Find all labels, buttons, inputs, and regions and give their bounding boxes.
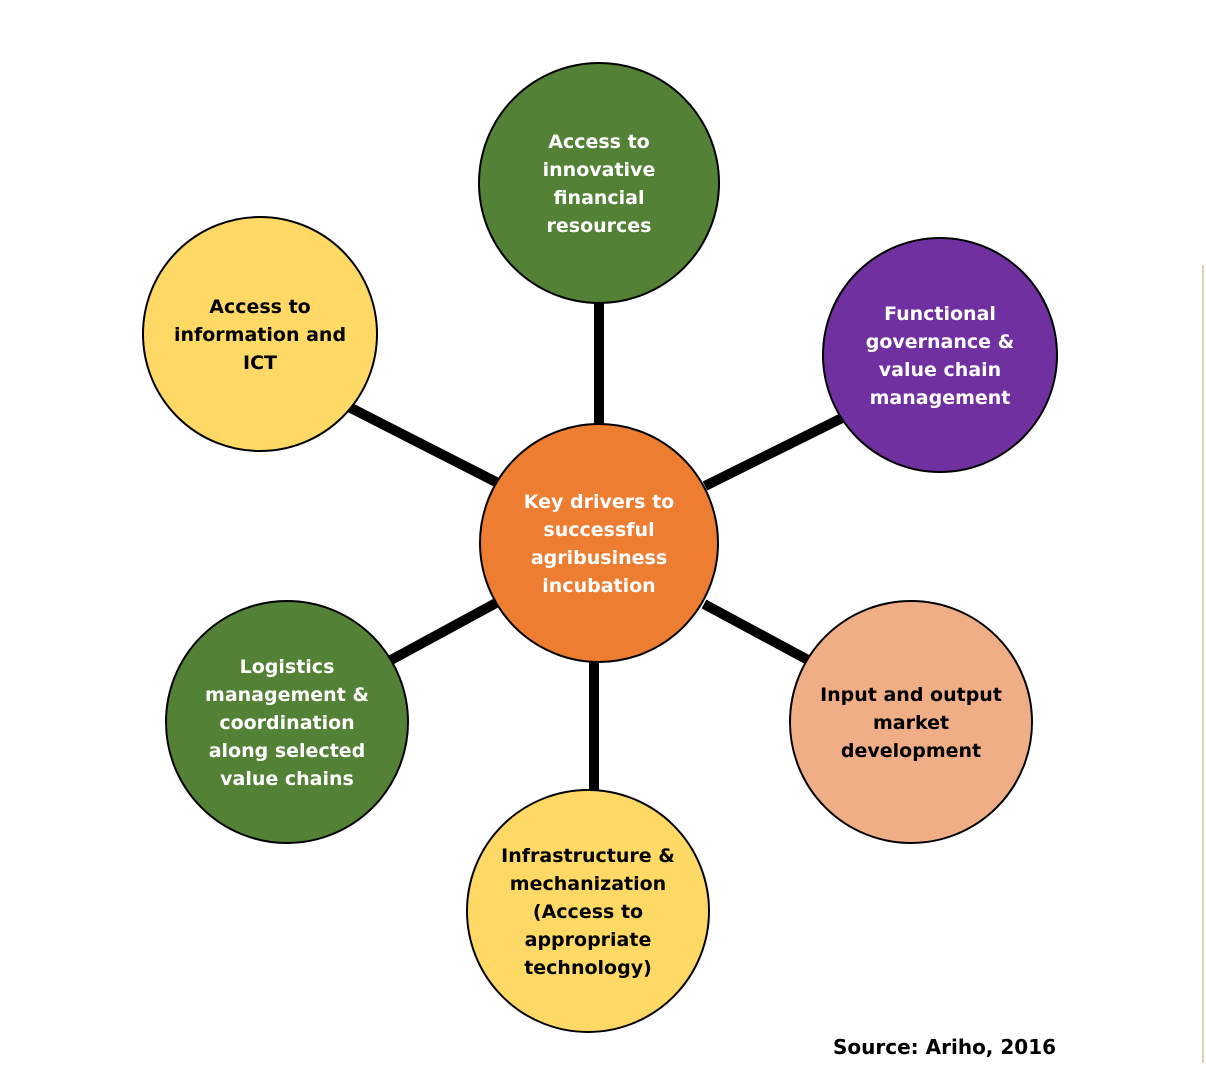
connector-lower-left (388, 598, 499, 665)
center-node-label-line: successful (543, 519, 654, 541)
node-lower-left-label-line: management & (205, 684, 369, 706)
connector-upper-right (702, 413, 845, 491)
center-node-label-line: agribusiness (531, 547, 667, 569)
node-lower-right-label-line: Input and output (820, 684, 1002, 706)
node-upper-left-label-line: information and (174, 324, 346, 346)
node-bottom-label: Infrastructure & mechanization (Access to a… (501, 845, 675, 979)
node-top-label-line: Access to (548, 131, 650, 153)
node-bottom-label-line: technology) (524, 957, 652, 979)
node-lower-left-circle (165, 600, 409, 844)
node-lower-left-label-line: value chains (220, 768, 354, 790)
center-node: Key drivers to successful agribusiness incu… (479, 423, 719, 663)
node-lower-left-label-line: coordination (219, 712, 354, 734)
node-upper-left-circle (142, 216, 378, 452)
node-upper-left-label-line: ICT (243, 352, 277, 374)
node-lower-right: Input and output market development (789, 600, 1033, 844)
node-bottom-label-line: mechanization (510, 873, 666, 895)
node-upper-left-label-line: Access to (209, 296, 311, 318)
node-top-circle (478, 62, 720, 304)
node-upper-right-label-line: governance & (866, 331, 1015, 353)
node-lower-left-label: Logistics management & coordination along s… (205, 656, 369, 790)
node-lower-right-label-line: market (873, 712, 949, 734)
node-upper-right-label-line: value chain (879, 359, 1001, 381)
node-upper-right: Functional governance & value chain managem… (822, 237, 1058, 473)
node-bottom-label-line: Infrastructure & (501, 845, 675, 867)
node-top-label-line: resources (547, 215, 652, 237)
center-node-label-line: Key drivers to (524, 491, 674, 513)
node-upper-right-label: Functional governance & value chain managem… (866, 303, 1015, 409)
node-upper-right-circle (822, 237, 1058, 473)
node-bottom-label-line: (Access to (533, 901, 643, 923)
source-caption: Source: Ariho, 2016 (833, 1035, 1056, 1059)
node-top: Access to innovative financial resources (478, 62, 720, 304)
center-node-circle (479, 423, 719, 663)
node-lower-left-label-line: Logistics (240, 656, 335, 678)
node-lower-right-label-line: development (841, 740, 981, 762)
center-node-label-line: incubation (542, 575, 655, 597)
node-lower-left-label-line: along selected (209, 740, 366, 762)
node-lower-left: Logistics management & coordination along s… (165, 600, 409, 844)
node-upper-right-label-line: Functional (884, 303, 996, 325)
node-top-label: Access to innovative financial resources (543, 131, 656, 237)
node-top-label-line: innovative (543, 159, 656, 181)
node-bottom-label-line: appropriate (525, 929, 652, 951)
node-bottom: Infrastructure & mechanization (Access to a… (466, 789, 710, 1033)
node-lower-right-circle (789, 600, 1033, 844)
center-node-label: Key drivers to successful agribusiness incu… (524, 491, 674, 597)
connector-upper-left (344, 401, 499, 487)
connector-lower-right (701, 599, 811, 665)
node-upper-right-label-line: management (870, 387, 1011, 409)
node-lower-right-label: Input and output market development (820, 684, 1002, 762)
node-bottom-circle (466, 789, 710, 1033)
node-top-label-line: financial (553, 187, 644, 209)
